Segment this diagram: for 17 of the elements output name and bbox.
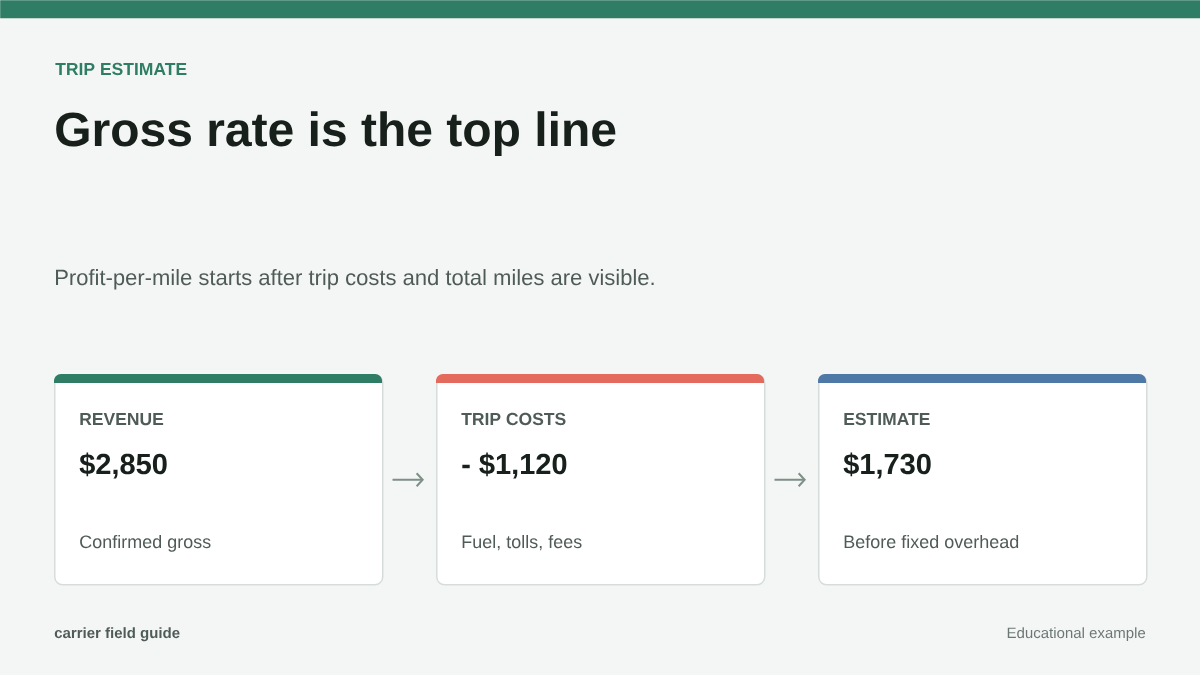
card-heading: REVENUE — [80, 412, 164, 426]
amount: - $1,120 — [462, 452, 567, 479]
card-note: Fuel, tolls, fees — [462, 534, 582, 551]
amount: $1,730 — [843, 452, 931, 479]
footer-note: Educational example — [1007, 627, 1146, 642]
subtitle: Profit-per-mile starts after trip costs and total miles are visible. — [56, 269, 654, 290]
amount: $2,850 — [79, 452, 167, 479]
arrow — [773, 472, 806, 488]
arrow — [391, 472, 424, 488]
section-label: TRIP ESTIMATE — [55, 62, 187, 76]
footer-text: carrier field guide — [54, 627, 180, 642]
card-note: Before fixed overhead — [844, 534, 1019, 549]
top-band — [0, 0, 1200, 19]
card-heading: ESTIMATE — [844, 412, 930, 426]
card-heading: TRIP COSTS — [461, 412, 566, 426]
card-note: Confirmed gross — [80, 534, 211, 552]
title: Gross rate is the top line — [56, 111, 616, 156]
